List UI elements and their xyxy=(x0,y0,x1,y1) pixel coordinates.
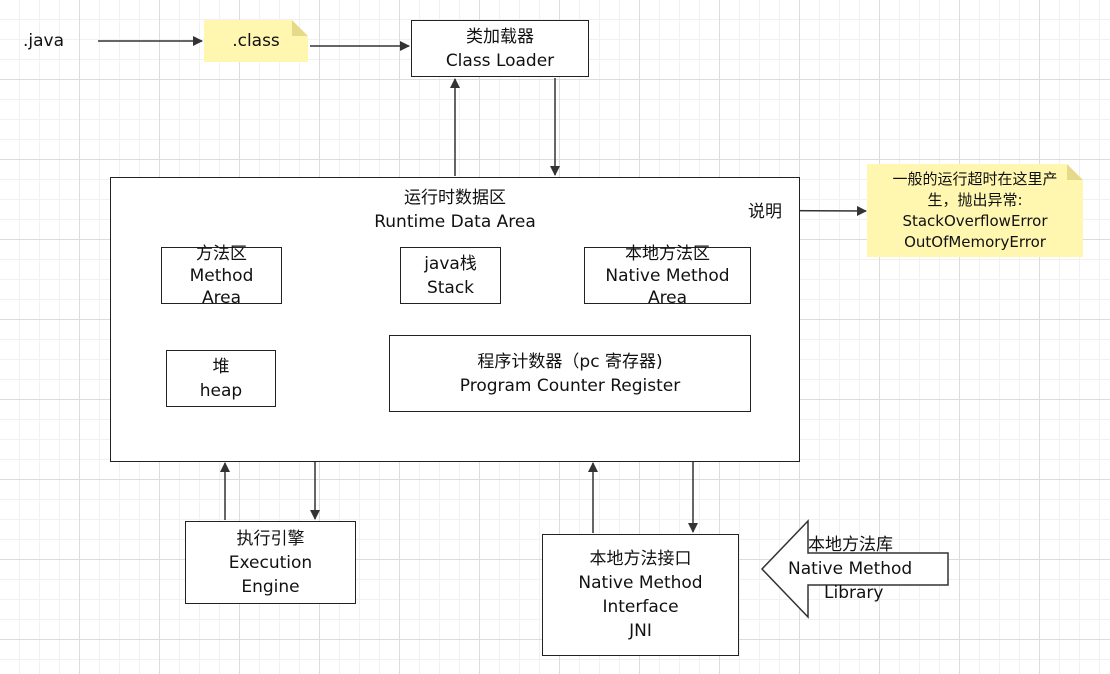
native-library-line2: Native Method xyxy=(788,559,913,579)
execution-engine-box: 执行引擎 Execution Engine xyxy=(185,521,356,604)
runtime-data-area-box: 运行时数据区 Runtime Data Area xyxy=(110,177,800,462)
java-stack-box: java栈 Stack xyxy=(400,247,501,304)
native-library-line3: Library xyxy=(824,583,884,603)
method-area-box: 方法区 Method Area xyxy=(161,244,282,308)
program-counter-register-box: 程序计数器（pc 寄存器) Program Counter Register xyxy=(389,335,751,412)
native-library-line1: 本地方法库 xyxy=(808,535,893,555)
java-source-label: .java xyxy=(23,31,65,51)
class-file-note: .class xyxy=(204,20,308,62)
native-method-interface-box: 本地方法接口 Native Method Interface JNI xyxy=(542,534,739,656)
class-loader-box: 类加载器 Class Loader xyxy=(411,20,589,77)
explanation-label: 说明 xyxy=(746,200,784,224)
native-library-arrow-shape xyxy=(760,519,949,619)
native-method-area-box: 本地方法区 Native Method Area xyxy=(584,244,751,308)
heap-box: 堆 heap xyxy=(166,350,276,407)
exception-note: 一般的运行超时在这里产 生，抛出异常: StackOverflowError O… xyxy=(867,164,1083,257)
